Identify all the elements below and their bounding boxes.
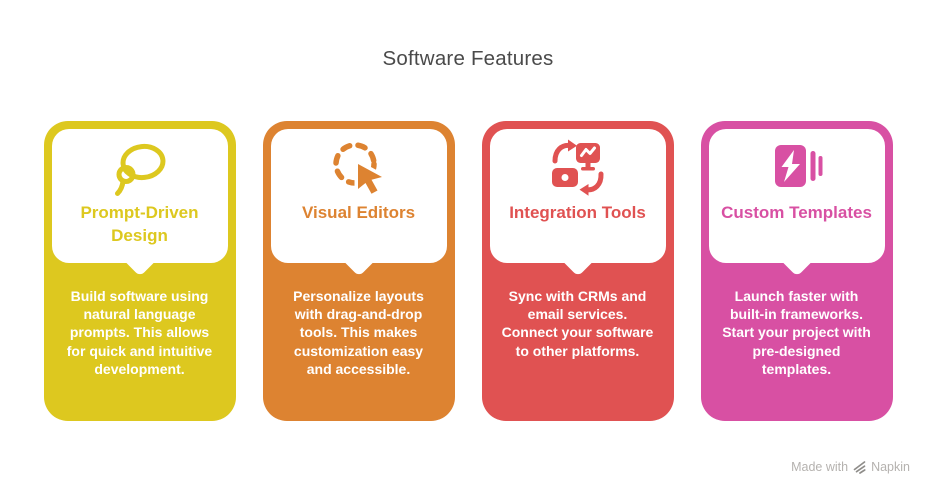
made-with-label: Made with [791, 459, 849, 474]
card-description: Build software using natural language pr… [66, 288, 213, 377]
card-bubble: Prompt-Driven Design [51, 129, 228, 263]
card-integration-tools: Integration Tools Sync with CRMs and ema… [481, 121, 674, 421]
card-bubble: Integration Tools [489, 129, 666, 263]
napkin-brand-label: Napkin [871, 459, 910, 474]
card-title: Custom Templates [721, 203, 872, 222]
card-bubble: Visual Editors [270, 129, 447, 263]
feature-cards-row: Prompt-Driven Design Build software usin… [0, 121, 936, 421]
card-bubble: Custom Templates [708, 129, 885, 263]
sync-integration-icon [548, 137, 608, 199]
card-prompt-driven-design: Prompt-Driven Design Build software usin… [43, 121, 236, 421]
card-title: Integration Tools [509, 203, 646, 222]
card-description: Sync with CRMs and email services. Conne… [501, 288, 654, 359]
napkin-logo-icon [852, 459, 867, 474]
card-description: Personalize layouts with drag-and-drop t… [293, 288, 424, 377]
page-title: Software Features [382, 47, 554, 70]
card-description: Launch faster with built-in frameworks. … [722, 288, 871, 377]
speech-bubble-icon [110, 137, 170, 199]
card-title: Visual Editors [301, 203, 416, 222]
card-custom-templates: Custom Templates Launch faster with buil… [700, 121, 893, 421]
template-book-icon [767, 137, 827, 199]
card-title: Prompt-Driven Design [80, 203, 199, 246]
made-with-napkin-credit[interactable]: Made with Napkin [791, 459, 910, 474]
card-visual-editors: Visual Editors Personalize layouts with … [262, 121, 455, 421]
cursor-dashed-circle-icon [329, 137, 389, 199]
